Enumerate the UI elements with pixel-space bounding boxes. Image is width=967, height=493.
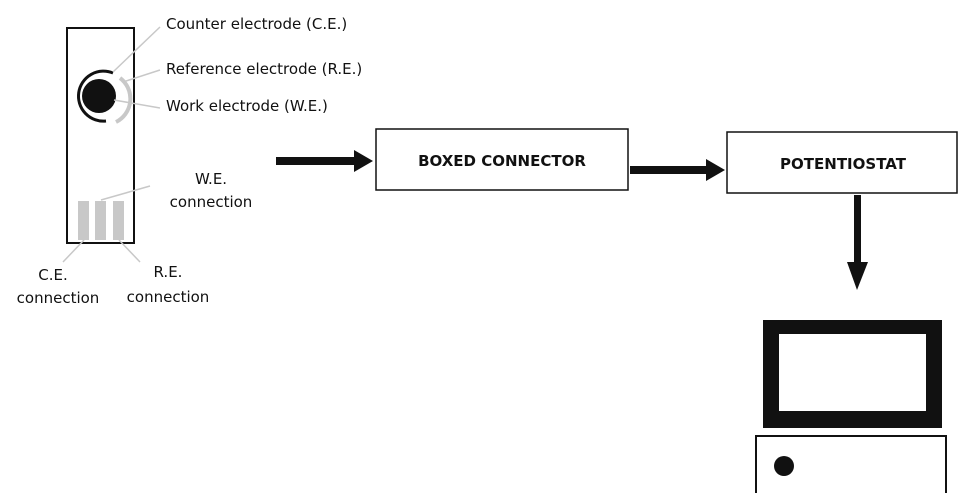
leader-lines <box>62 26 161 263</box>
re-connection-leader <box>118 239 141 263</box>
ce-connection-label-line2: connection <box>17 289 100 307</box>
counter-electrode-arc <box>77 69 114 123</box>
re-connection-label-line1: R.E. <box>154 263 183 281</box>
potentiostat-box: POTENTIOSTAT <box>726 131 958 194</box>
reference-electrode-label: Reference electrode (R.E.) <box>166 60 362 78</box>
ce-connection-pad <box>78 201 89 240</box>
arrow-strip-to-connector <box>276 150 373 172</box>
computer-icon <box>755 320 947 493</box>
power-button-icon <box>774 456 794 476</box>
counter-electrode-label: Counter electrode (C.E.) <box>166 15 347 33</box>
we-connection-label-line2: connection <box>170 193 253 211</box>
work-electrode-leader <box>113 99 161 109</box>
work-electrode-disc <box>82 79 116 113</box>
we-connection-label-line1: W.E. <box>195 170 227 188</box>
ce-connection-label-line1: C.E. <box>38 266 68 284</box>
arrow-potentiostat-to-computer <box>847 195 868 290</box>
electrode-strip <box>66 27 135 244</box>
boxed-connector-label: BOXED CONNECTOR <box>418 152 586 170</box>
re-connection-pad <box>113 201 124 240</box>
arrow-connector-to-potentiostat <box>630 159 725 181</box>
counter-electrode-leader <box>112 26 161 73</box>
monitor-screen <box>779 334 926 411</box>
ce-connection-leader <box>62 239 85 263</box>
work-electrode-label: Work electrode (W.E.) <box>166 97 328 115</box>
we-connection-leader <box>100 185 151 201</box>
potentiostat-label: POTENTIOSTAT <box>780 155 907 173</box>
we-connection-pad <box>95 201 106 240</box>
reference-electrode-leader <box>122 69 161 83</box>
re-connection-label-line2: connection <box>127 288 210 306</box>
boxed-connector-box: BOXED CONNECTOR <box>375 128 629 191</box>
